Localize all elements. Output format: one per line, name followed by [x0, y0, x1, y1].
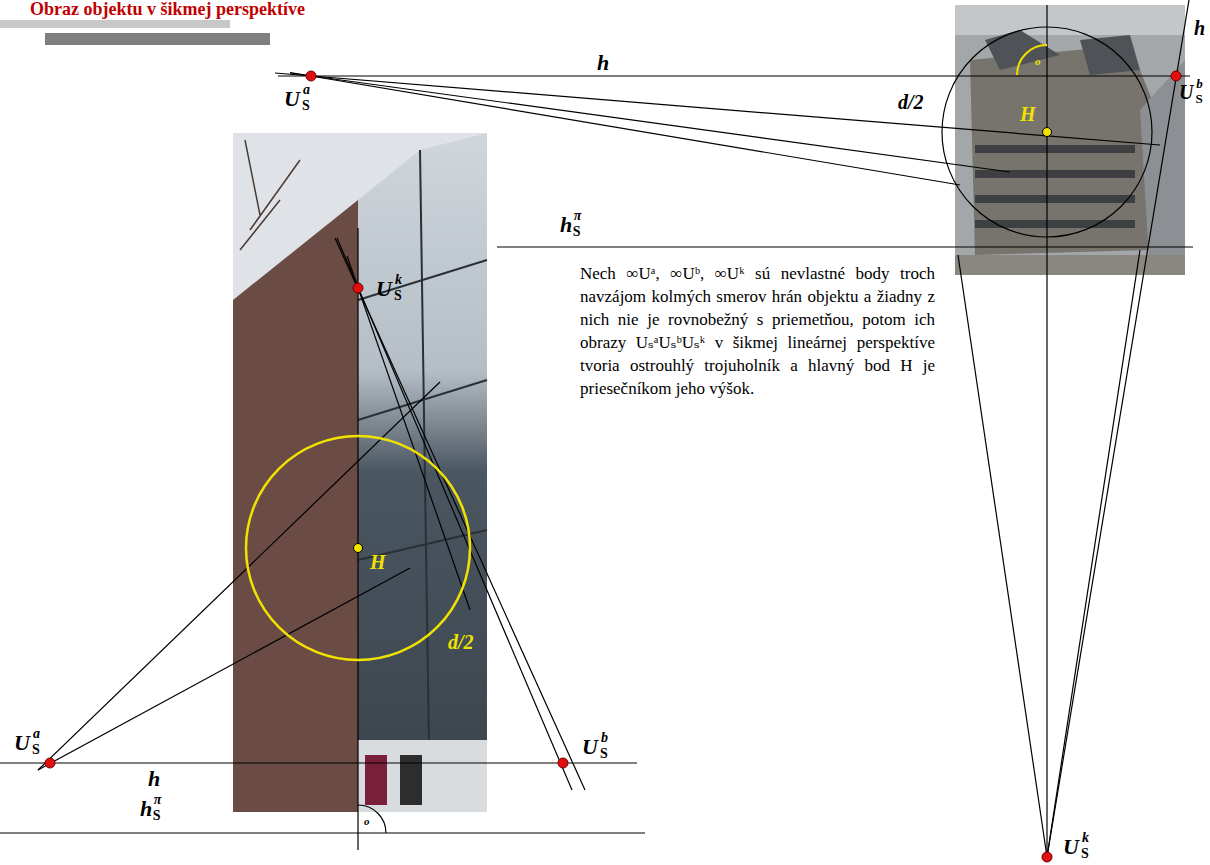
right-angle-mark: o: [1035, 56, 1041, 67]
principal-point: [354, 128, 1052, 553]
vanishing-point: [45, 71, 1181, 862]
ground-horizon-label-superscript: π: [154, 793, 162, 807]
ground-horizon-label-superscript: π: [574, 209, 582, 223]
principal-point-label: H: [370, 552, 386, 572]
vanishing-point-label-superscript: a: [303, 83, 310, 97]
header-bar: [45, 33, 270, 45]
construction-lines: [275, 0, 1193, 857]
right-angle-arc: [1017, 45, 1047, 75]
right-angle-mark: o: [364, 816, 370, 827]
vanishing-point-label: U: [582, 736, 598, 758]
ground-horizon-label-subscript: S: [573, 225, 581, 239]
ground-horizon-label-subscript: S: [153, 809, 161, 823]
horizon-label: h: [1194, 18, 1205, 38]
vanishing-point-label-superscript: k: [395, 273, 402, 287]
building-photo: [233, 133, 487, 812]
vanishing-point-label-subscript: S: [394, 289, 402, 303]
horizon-label: h: [148, 768, 160, 790]
ground-horizon-label: h: [140, 798, 152, 820]
distance-circle-label: d/2: [448, 632, 474, 652]
vanishing-point-label-subscript: S: [302, 99, 310, 113]
vanishing-point-label-superscript: a: [33, 727, 40, 741]
header-bar: [0, 20, 230, 28]
vanishing-point-label: U: [376, 278, 392, 300]
vanishing-point-label-subscript: S: [1081, 847, 1089, 861]
vanishing-point-label-subscript: S: [600, 747, 608, 761]
principal-point-label: H: [1020, 104, 1036, 124]
vanishing-point-label-subscript: S: [1195, 92, 1202, 105]
vanishing-point-label-subscript: S: [32, 743, 40, 757]
vanishing-point-label: U: [284, 88, 300, 110]
construction-lines: [0, 228, 645, 850]
vanishing-point-label: U: [14, 732, 30, 754]
vanishing-point-label-superscript: b: [601, 731, 608, 745]
slide-title: Obraz objektu v šikmej perspektíve: [30, 0, 305, 18]
vanishing-point-label-superscript: b: [1196, 77, 1203, 90]
distance-circle: [246, 436, 470, 660]
vanishing-point-label-superscript: k: [1082, 831, 1089, 845]
vanishing-point-label: U: [1063, 836, 1079, 858]
distance-circle-label: d/2: [898, 92, 924, 112]
ground-horizon-label: h: [560, 214, 572, 236]
vanishing-point-label: U: [1179, 82, 1193, 102]
theorem-text: Nech ∞Uᵃ, ∞Uᵇ, ∞Uᵏ sú nevlastné body tro…: [580, 262, 935, 400]
horizon-label: h: [597, 52, 609, 74]
